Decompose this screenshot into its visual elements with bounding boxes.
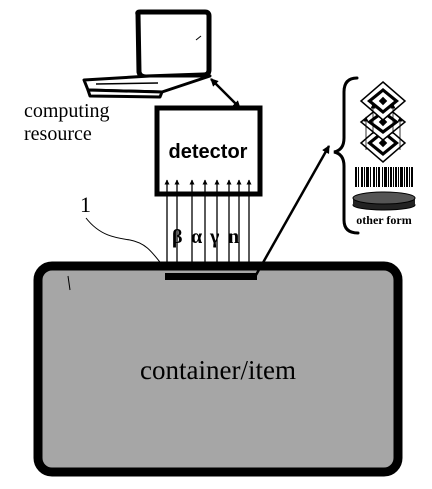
tag-plate — [165, 273, 257, 280]
other-form-label: other form — [356, 213, 411, 227]
barcode-icon — [355, 167, 413, 187]
detector-box — [154, 105, 263, 197]
disc-icon — [352, 191, 416, 211]
laptop-computer-icon — [82, 9, 212, 99]
radiation-alpha-label: α — [191, 226, 202, 248]
radiation-n-label: n — [228, 226, 239, 248]
computing-resource-label-line1: computing — [24, 100, 110, 122]
radiation-gamma-label: γ — [209, 226, 220, 248]
tag-to-forms-arrow — [254, 145, 331, 276]
laptop-detector-link-arrow — [210, 78, 241, 109]
detector-label: detector — [169, 141, 248, 163]
container-label: container/item — [140, 355, 296, 385]
radiation-beta-label: β — [172, 226, 183, 248]
stacked-qr-code-icon — [359, 81, 407, 163]
reference-numeral-label: 1 — [80, 192, 91, 217]
container-mark — [67, 275, 71, 291]
container-box — [33, 261, 403, 477]
reference-leader-line — [85, 217, 164, 267]
computing-resource-label-line2: resource — [24, 123, 92, 145]
forms-brace — [333, 76, 360, 235]
radiation-arrows — [164, 179, 252, 274]
